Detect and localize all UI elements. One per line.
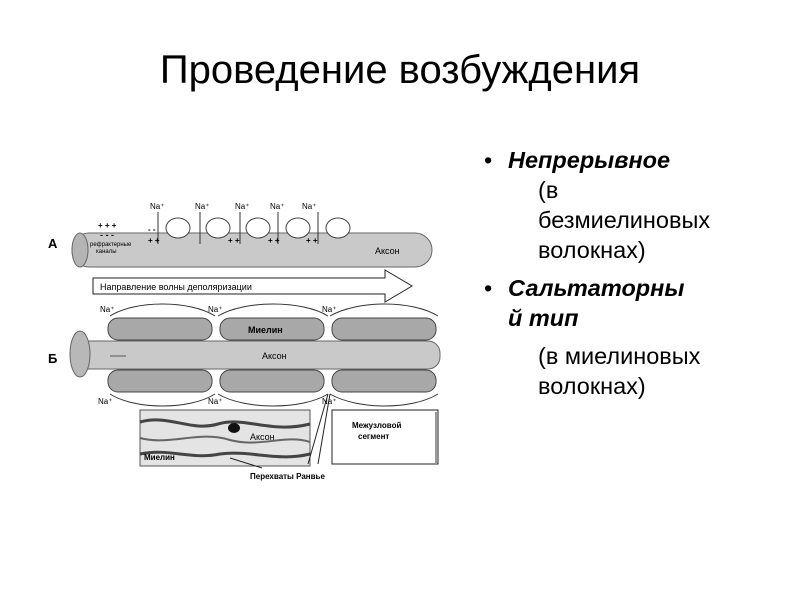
sodium-ion-label: Na⁺ (100, 305, 114, 314)
saltatory-current-arc (217, 303, 329, 317)
bullet-detail: (в миелиновых (538, 343, 701, 369)
current-loop (245, 217, 271, 239)
sodium-ion-label: Na⁺ (98, 397, 112, 406)
current-loop (285, 217, 311, 239)
inset-axon-border (139, 435, 311, 444)
bullet-detail: волокнах) (538, 237, 646, 263)
membrane-charge-bottom: + + (306, 236, 318, 245)
saltatory-current-arc (109, 303, 216, 317)
current-loop (325, 217, 351, 239)
refractory-label-line2: каналы (96, 249, 117, 255)
axon-label-a: Аксон (375, 246, 400, 256)
bullet-heading: Сальтаторны (508, 275, 685, 301)
sodium-ion-label: Na⁺ (195, 202, 209, 211)
sodium-ion-label: Na⁺ (150, 202, 164, 211)
bullet-saltatory: • Сальтаторны й тип (в миелиновых волокн… (478, 273, 788, 401)
internode-label-line2: сегмент (358, 432, 389, 441)
ranvier-pointer (229, 457, 263, 469)
myelinated-axon (73, 340, 441, 370)
current-loop (205, 217, 231, 239)
myelin-label: Миелин (248, 325, 283, 335)
current-loop (165, 217, 191, 239)
inset-myelin-layer (139, 418, 311, 429)
ranvier-pointer (307, 393, 329, 465)
myelin-sheath (107, 369, 213, 393)
internode-box (331, 409, 439, 465)
axon-end-cap (71, 232, 89, 268)
refractory-label-line1: рефрактерные (90, 242, 132, 248)
membrane-charge-bottom: + + (228, 236, 240, 245)
bullet-list: • Непрерывное (в безмиелиновых волокнах)… (478, 145, 788, 401)
saltatory-current-arc (329, 303, 439, 317)
sodium-ion-label: Na⁺ (270, 202, 284, 211)
sodium-ion-label: Na⁺ (322, 397, 336, 406)
saltatory-current-arc (109, 393, 216, 407)
inset-myelin-label: Миелин (144, 453, 175, 462)
myelin-sheath (331, 369, 437, 393)
sodium-ion-label: Na⁺ (208, 305, 222, 314)
myelin-sheath (219, 369, 325, 393)
membrane-charge-bottom: + + (148, 236, 160, 245)
myelin-sheath (107, 317, 213, 341)
ranvier-node-inset: Аксон Миелин (139, 409, 311, 467)
panel-b-label: Б (48, 351, 57, 366)
nerve-conduction-diagram: А Аксон + + + - - - рефрактерные каналы … (48, 202, 441, 481)
sodium-ion-label: Na⁺ (302, 202, 316, 211)
bullet-detail: волокнах) (538, 373, 646, 399)
bullet-continuous: • Непрерывное (в безмиелиновых волокнах) (478, 145, 788, 265)
bullet-heading: Непрерывное (508, 147, 671, 173)
membrane-charge-bottom: + + (268, 236, 280, 245)
inset-nucleus (228, 423, 240, 433)
ranvier-pointer (317, 393, 331, 465)
ranvier-nodes-label: Перехваты Ранвье (250, 472, 325, 481)
saltatory-current-arc (217, 393, 329, 407)
bullet-detail: (в (538, 177, 559, 203)
slide-title: Проведение возбуждения (159, 48, 641, 92)
sodium-ion-label: Na⁺ (208, 397, 222, 406)
axon-label-b: Аксон (262, 351, 287, 361)
bullet-dot: • (484, 275, 493, 301)
panel-a-label: А (48, 236, 58, 251)
sodium-ion-label: Na⁺ (235, 202, 249, 211)
bullet-detail: безмиелиновых (538, 207, 711, 233)
minus-charges: - - - (100, 230, 114, 240)
wave-direction-label: Направление волны деполяризации (100, 282, 252, 292)
myelin-sheath (219, 317, 325, 341)
bullet-heading: й тип (508, 305, 579, 331)
internode-label-line1: Межузловой (352, 421, 401, 430)
sodium-ion-label: Na⁺ (322, 305, 336, 314)
bullet-dot: • (484, 147, 493, 173)
inset-myelin-layer (139, 450, 311, 459)
plus-charges: + + + (98, 221, 117, 230)
membrane-charge-top: - - (148, 225, 156, 234)
axon-end-cap (69, 330, 91, 378)
inset-axon-label: Аксон (250, 432, 275, 442)
saltatory-current-arc (329, 393, 439, 407)
depolarization-arrow (92, 269, 413, 303)
myelin-sheath (331, 317, 437, 341)
